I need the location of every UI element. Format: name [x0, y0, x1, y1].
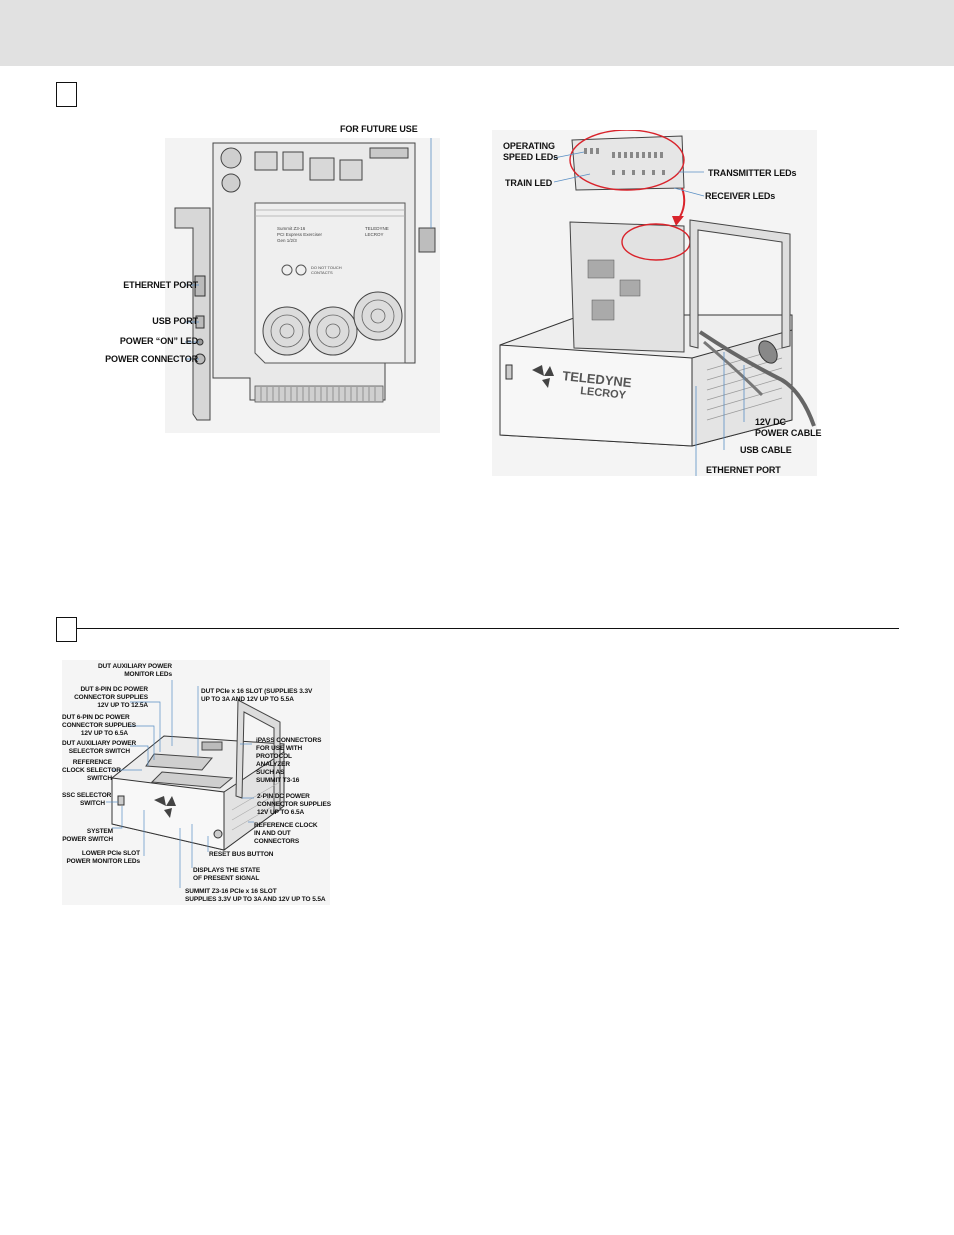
- label-operating-speed-leds: OPERATING SPEED LEDs: [503, 141, 559, 162]
- chassis-illustration: TELEDYNE LECROY: [492, 130, 817, 476]
- label-dut-aux-monitor-leds: DUT AUXILIARY POWER MONITOR LEDs: [97, 663, 172, 678]
- svg-text:TELEDYNE: TELEDYNE: [365, 226, 389, 231]
- label-ethernet-port: ETHERNET PORT: [123, 280, 198, 290]
- label-refclk-selector: REFERENCE CLOCK SELECTOR SWITCH: [62, 759, 121, 782]
- label-receiver-leds: RECEIVER LEDs: [705, 191, 776, 201]
- step-2-box: [56, 617, 77, 642]
- chassis-callout-illustration: [62, 660, 330, 905]
- label-usb-port: USB PORT: [152, 316, 198, 326]
- exerciser-card-illustration: Summit Z3-16 PCI Express Exerciser Gen 1…: [165, 138, 440, 433]
- svg-text:Summit Z3-16: Summit Z3-16: [277, 226, 306, 231]
- svg-text:DO NOT TOUCH: DO NOT TOUCH: [311, 265, 342, 270]
- label-ssc-selector: SSC SELECTOR SWITCH: [62, 792, 112, 807]
- label-power-connector: POWER CONNECTOR: [105, 354, 198, 364]
- label-system-power-switch: SYSTEM POWER SWITCH: [62, 828, 113, 843]
- label-dut-6pin: DUT 6-PIN DC POWER CONNECTOR SUPPLIES 12…: [62, 714, 136, 737]
- svg-text:PCI Express Exerciser: PCI Express Exerciser: [277, 232, 323, 237]
- step-1-box: [56, 82, 77, 107]
- label-dut-aux-selector: DUT AUXILIARY POWER SELECTOR SWITCH: [62, 740, 137, 755]
- label-power-on-led: POWER “ON” LED: [119, 336, 198, 346]
- label-for-future-use: FOR FUTURE USE: [340, 124, 418, 134]
- label-train-led: TRAIN LED: [505, 178, 553, 188]
- svg-text:CONTACTS: CONTACTS: [311, 270, 333, 275]
- label-usb-cable: USB CABLE: [740, 445, 792, 455]
- label-reset-bus-button: RESET BUS BUTTON: [209, 851, 274, 858]
- label-2pin-dc: 2-PIN DC POWER CONNECTOR SUPPLIES 12V UP…: [257, 793, 331, 816]
- label-refclk-connectors: REFERENCE CLOCK IN AND OUT CONNECTORS: [254, 822, 318, 845]
- label-summit-x16-slot: SUMMIT Z3-16 PCIe x 16 SLOT SUPPLIES 3.3…: [185, 888, 326, 903]
- label-chassis-ethernet-port: ETHERNET PORT: [706, 465, 781, 475]
- svg-text:LECROY: LECROY: [580, 385, 627, 402]
- svg-text:TELEDYNE: TELEDYNE: [562, 368, 633, 390]
- svg-text:Gen 1/2/3: Gen 1/2/3: [277, 238, 297, 243]
- svg-text:LECROY: LECROY: [365, 232, 384, 237]
- label-12v-power-cable: 12V DC POWER CABLE: [755, 417, 822, 438]
- label-dut-8pin: DUT 8-PIN DC POWER CONNECTOR SUPPLIES 12…: [74, 686, 148, 709]
- header-band: [0, 0, 954, 66]
- label-present-signal: DISPLAYS THE STATE OF PRESENT SIGNAL: [193, 867, 261, 882]
- label-dut-x16-slot: DUT PCIe x 16 SLOT (SUPPLIES 3.3V UP TO …: [201, 688, 313, 703]
- label-ipass-connectors: iPASS CONNECTORS FOR USE WITH PROTOCOL A…: [256, 737, 322, 784]
- label-lower-slot-leds: LOWER PCIe SLOT POWER MONITOR LEDs: [66, 850, 140, 865]
- section-rule: [77, 628, 899, 629]
- label-transmitter-leds: TRANSMITTER LEDs: [708, 168, 797, 178]
